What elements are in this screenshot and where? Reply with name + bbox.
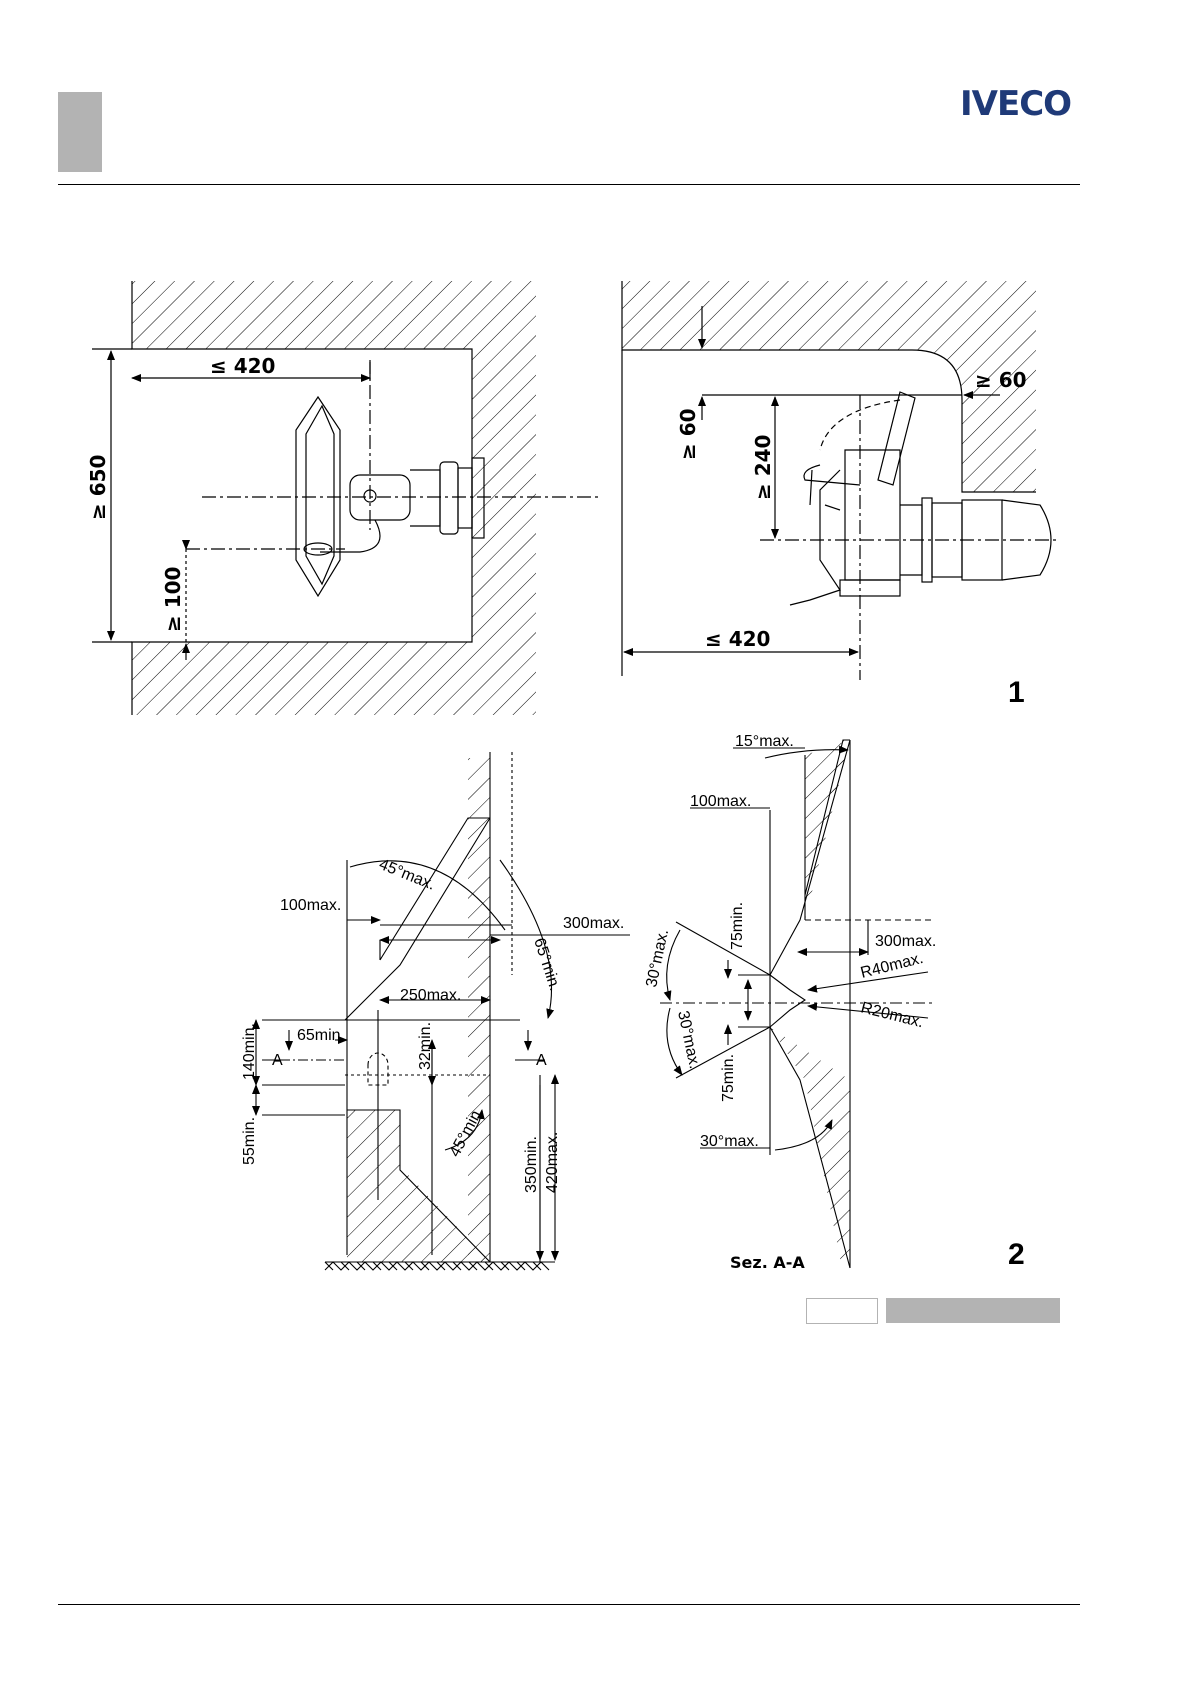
fig1-right-view [622, 281, 1060, 680]
fig2-right-angle-30-mid: 30°max. [674, 1009, 703, 1070]
fig2-left-dim-140: 140min. [241, 1023, 258, 1080]
fig2-right-dim-75-bottom: 75min. [720, 1054, 737, 1102]
figure-2-number: 2 [1008, 1238, 1025, 1271]
fig2-right-angle-30-top: 30°max. [643, 928, 672, 989]
page-reference-box [806, 1298, 878, 1324]
fig2-right-view [660, 740, 935, 1268]
fig2-left-section-a-right: A [536, 1052, 547, 1069]
fig2-left-dim-300: 300max. [563, 915, 624, 932]
page-reference-bar [886, 1298, 1060, 1323]
fig2-left-section-a-left: A [272, 1052, 283, 1069]
fig1-right-dim-height: ≥ 240 [751, 435, 775, 500]
footer-rule [58, 1604, 1080, 1605]
fig2-right-dim-75-top: 75min. [729, 902, 746, 950]
fig1-left-dim-bottom: ≥ 100 [161, 567, 185, 632]
fig1-right-dim-top: ≥ 60 [676, 408, 700, 460]
fig2-right-radius-20: R20max. [859, 999, 925, 1031]
fig2-left-dim-250: 250max. [400, 987, 461, 1004]
figure-1-number: 1 [1008, 676, 1025, 709]
fig2-left-dim-100: 100max. [280, 897, 341, 914]
fig1-right-dim-width: ≤ 420 [705, 627, 770, 651]
fig1-left-dim-width: ≤ 420 [210, 354, 275, 378]
fig2-left-labels: 45°max. 100max. 300max. 65°min. 250max. … [241, 856, 624, 1193]
fig2-left-dim-32: 32min. [417, 1022, 434, 1070]
fig2-right-angle-15: 15°max. [735, 733, 794, 750]
fig2-right-dim-300: 300max. [875, 933, 936, 950]
fig2-right-angle-30-bottom: 30°max. [700, 1133, 759, 1150]
fig2-section-label: Sez. A-A [730, 1253, 805, 1272]
fig2-left-dim-65: 65min. [297, 1027, 345, 1044]
fig2-left-dim-350: 350min. [523, 1136, 540, 1193]
fig2-left-dim-420: 420max. [544, 1132, 561, 1193]
fig2-left-angle-65: 65°min. [530, 936, 563, 993]
fig1-right-dim-side: ≥ 60 [975, 368, 1027, 392]
fig2-right-dim-100: 100max. [690, 793, 751, 810]
fig1-left-view [92, 281, 600, 715]
fig1-left-dim-height: ≥ 650 [86, 455, 110, 520]
fig2-left-dim-55: 55min. [241, 1117, 258, 1165]
fig2-left-view [256, 752, 630, 1270]
